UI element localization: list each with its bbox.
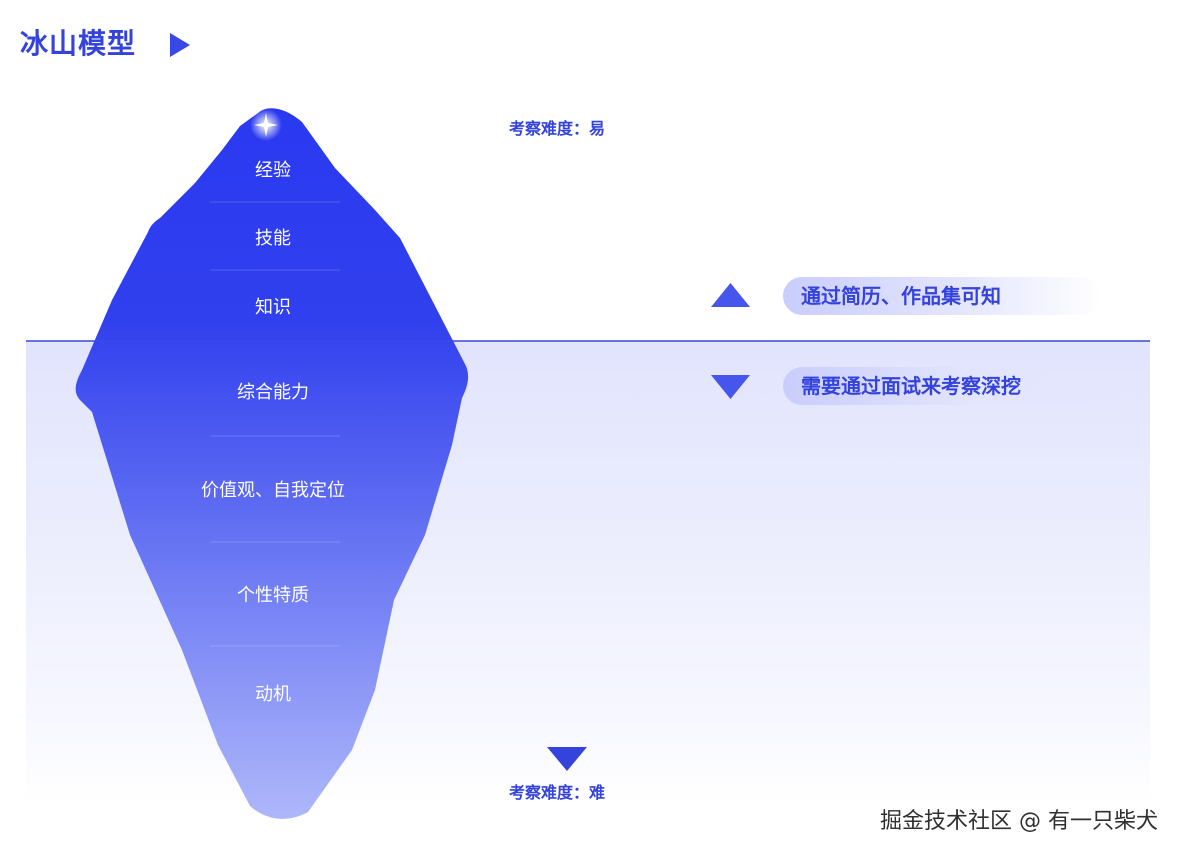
- watermark: 掘金技术社区 @ 有一只柴犬: [880, 809, 1158, 834]
- difficulty-bottom-label: 考察难度：难: [509, 783, 606, 802]
- layer-label: 技能: [255, 228, 291, 249]
- layer-label: 动机: [255, 684, 291, 705]
- triangle-up-icon: [711, 283, 750, 307]
- play-arrow-icon: [170, 33, 190, 57]
- layer-label: 综合能力: [237, 382, 309, 403]
- annotation-below-water: 需要通过面试来考察深挖: [783, 367, 1121, 405]
- difficulty-top-label: 考察难度：易: [509, 119, 606, 138]
- iceberg-shape: [75, 108, 469, 819]
- layer-label: 经验: [255, 160, 291, 181]
- axis-arrow-down-icon: [547, 747, 587, 771]
- sparkle-star-icon: [254, 113, 278, 137]
- triangle-down-icon: [711, 375, 750, 399]
- layer-label: 价值观、自我定位: [201, 480, 345, 501]
- layer-label: 知识: [255, 297, 291, 318]
- page-title: 冰山模型: [20, 27, 137, 60]
- layer-label: 个性特质: [237, 585, 309, 606]
- annotation-above-water: 通过简历、作品集可知: [783, 277, 1101, 315]
